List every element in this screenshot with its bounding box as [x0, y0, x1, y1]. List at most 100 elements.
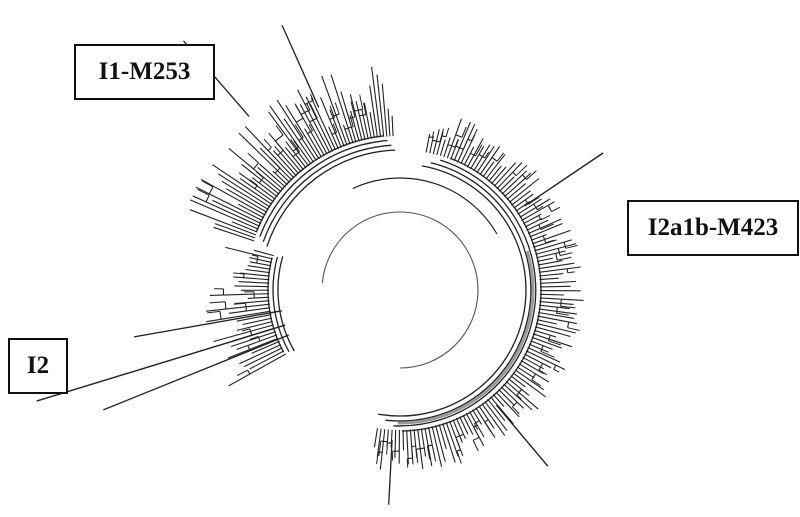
branch-line [459, 416, 469, 435]
branch-arc [472, 436, 480, 441]
branch-line [452, 419, 463, 443]
branch-line [501, 170, 527, 195]
branch-line [539, 273, 564, 277]
branch-line [231, 331, 276, 348]
branch-line [268, 132, 302, 173]
branch-line [36, 324, 286, 402]
branch-line [236, 344, 249, 350]
clade-label-i2a1b-m423: I2a1b-M423 [627, 200, 799, 256]
branch-line [537, 260, 563, 266]
branch-line [237, 203, 265, 219]
branch-line [481, 403, 506, 436]
branch-line [496, 162, 523, 190]
branch-line [283, 118, 315, 163]
branch-line [369, 85, 379, 138]
branch-line [536, 257, 553, 263]
branch-line [309, 103, 318, 119]
branch-line [551, 206, 561, 213]
branch-line [361, 108, 369, 140]
branch-arc [205, 194, 210, 203]
branch-line [518, 363, 550, 383]
branch-line [485, 154, 506, 180]
branch-line [249, 179, 258, 186]
branch-line [532, 333, 573, 348]
branch-line [424, 427, 433, 467]
branch-line [538, 311, 575, 319]
branch-line [525, 350, 566, 371]
branch-line [527, 346, 561, 363]
branch-line [268, 111, 310, 167]
branch-line [540, 350, 555, 358]
branch-line [243, 347, 283, 368]
branch-line [233, 276, 270, 281]
branch-line [236, 320, 273, 331]
branch-line [189, 199, 259, 230]
branch-line [330, 74, 354, 144]
branch-line [259, 163, 286, 188]
branch-line [538, 308, 577, 315]
branch-line [388, 439, 393, 505]
branch-arc [478, 154, 486, 159]
branch-line [244, 126, 295, 179]
branch-line [227, 337, 279, 359]
branch-arc [538, 215, 542, 221]
branch-line [228, 307, 271, 314]
branch-line [520, 360, 544, 375]
branch-arc [547, 335, 551, 341]
branch-line [469, 411, 485, 438]
branch-line [539, 293, 564, 296]
branch-line [487, 398, 506, 421]
branch-line [532, 229, 571, 245]
branch-line [539, 304, 570, 310]
branch-arc [267, 147, 272, 151]
branch-line [242, 317, 273, 326]
branch-line [475, 144, 483, 157]
branch-line [241, 163, 280, 195]
branch-line [540, 214, 551, 221]
branch-line [391, 115, 394, 137]
branch-line [214, 223, 256, 239]
branch-line [213, 226, 255, 242]
branch-line [420, 428, 427, 457]
branch-line [565, 244, 578, 249]
branch-line [557, 256, 572, 261]
branch-line [527, 218, 562, 235]
branch-line [456, 450, 462, 464]
branch-arc [247, 345, 251, 350]
branch-arc [555, 253, 558, 261]
branch-line [499, 176, 515, 192]
branch-line [445, 127, 450, 138]
branch-line [461, 126, 467, 138]
branch-line [200, 178, 266, 216]
branch-line [272, 150, 297, 177]
branch-line [559, 252, 573, 256]
branch-line [463, 146, 475, 166]
clade-i1-m253-branches [183, 24, 396, 247]
branch-line [475, 407, 496, 438]
branch-line [495, 391, 520, 418]
branch-line [445, 422, 459, 457]
branch-line [234, 285, 270, 288]
branch-line [297, 89, 331, 154]
branch-line [406, 429, 409, 465]
branch-arc [428, 136, 433, 139]
branch-line [533, 239, 557, 248]
branch-line [350, 101, 356, 118]
branch-line [197, 188, 210, 196]
branch-line [535, 322, 576, 334]
branch-arc [533, 203, 538, 210]
branch-line [498, 389, 515, 406]
branch-line [556, 312, 569, 316]
branch-line [269, 105, 312, 165]
branch-line [209, 301, 226, 304]
branch-line [488, 165, 502, 182]
branch-line [245, 268, 271, 274]
branch-line [539, 301, 574, 305]
branch-line [238, 172, 276, 200]
branch-line [319, 97, 342, 148]
branch-line [516, 366, 535, 379]
branch-line [473, 144, 491, 172]
branch-line [239, 344, 282, 365]
root-arc [321, 177, 498, 369]
branch-arc [380, 440, 388, 443]
